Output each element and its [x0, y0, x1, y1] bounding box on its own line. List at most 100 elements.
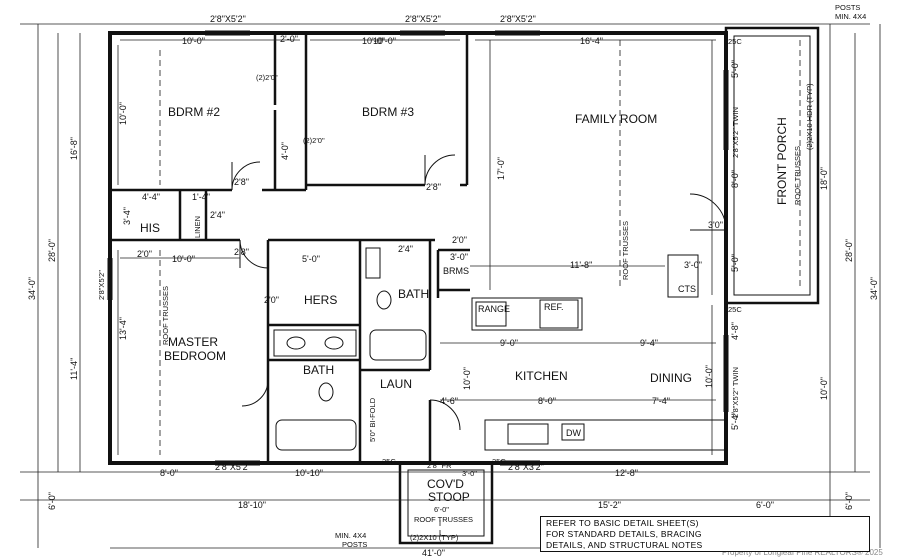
fixtures: [273, 247, 726, 451]
dim-20c: 2'0": [264, 295, 279, 305]
dim-door-28c: 2'8": [234, 247, 249, 257]
brms-label: BRMS: [443, 266, 469, 276]
dim-bot-8: 8'-0": [160, 468, 178, 478]
interior-walls: [110, 33, 470, 465]
ref-label: REF.: [544, 302, 564, 312]
reference-note-line-2: FOR STANDARD DETAILS, BRACING: [546, 529, 702, 539]
cts-label: CTS: [678, 284, 696, 294]
dim-48: 4'-8": [730, 322, 740, 340]
corner-25c-b: 25C: [728, 305, 742, 314]
dim-118: 11'-8": [570, 260, 592, 270]
dw-label: DW: [566, 428, 581, 438]
room-label-kitchen: KITCHEN: [515, 369, 568, 383]
room-label-hers: HERS: [304, 293, 337, 307]
dim-door-28b: 2'8": [426, 182, 441, 192]
room-label-stoop-2: STOOP: [428, 490, 470, 504]
range-label: RANGE: [478, 304, 510, 314]
hdr-note-2: (2)2X10 (TYP): [410, 533, 459, 542]
dim-bdrm2-side: 10'-0": [118, 102, 128, 125]
dim-24b: 2'4": [398, 244, 413, 254]
window-label-5: 2'8"X3'2": [508, 462, 544, 472]
dim-30c: 3'-0": [684, 260, 702, 270]
dim-bot-60: 6'-0": [756, 500, 774, 510]
dim-54: 5'-4": [730, 412, 740, 430]
dim-20d: 2'0": [452, 235, 467, 245]
stoop-outline: [398, 461, 494, 545]
dim-bot-1610: 18'-10": [238, 500, 266, 510]
dim-left-34: 34'-0": [27, 277, 37, 300]
dim-30b: 3'0": [708, 220, 723, 230]
dim-right-100: 10'-0": [819, 377, 829, 400]
window-label-twin-1: 2'8"X5'2" TWIN: [731, 107, 740, 158]
posts-bot-2: POSTS: [342, 540, 367, 549]
room-label-family: FAMILY ROOM: [575, 112, 657, 126]
dim-170: 17'-0": [496, 157, 506, 180]
dim-46: 4'-6": [440, 396, 458, 406]
dim-door-28a: 2'8": [234, 177, 249, 187]
truss-note-c: ROOF TRUSSES: [793, 146, 802, 205]
dim-100e: 10'-0": [362, 36, 385, 46]
dim-right-34: 34'-0": [869, 277, 879, 300]
door-swings: [231, 154, 727, 431]
corner-25c-c: 25C: [382, 457, 396, 466]
dim-right-18: 18'-0": [819, 167, 829, 190]
window-label-3: 2'8"X5'2": [500, 14, 536, 24]
stoop-depth: 3'-0": [462, 469, 477, 478]
dim-right-28: 28'-0": [844, 239, 854, 262]
window-label-twin-2: 2'8"X5'2" TWIN: [731, 367, 740, 418]
window-label-left: 2'8"X5'2": [97, 270, 106, 300]
truss-note-d: ROOF TRUSSES: [414, 515, 473, 524]
window-label-4: 2'8"X5'2": [215, 462, 251, 472]
dim-top-left: 10'-0": [182, 36, 205, 46]
fr-note: 2'8" FR: [427, 461, 452, 470]
dim-100d: 10'-0": [462, 367, 472, 390]
front-porch-outline: [724, 26, 820, 305]
corner-25c-d: 25C: [492, 457, 506, 466]
hdr-note: (2)2X10 HDR (TYP): [805, 83, 814, 150]
room-label-his: HIS: [140, 221, 160, 235]
bifold-label: 5'0" BI-FOLD: [368, 397, 377, 442]
room-label-master-1: MASTER: [168, 335, 218, 349]
truss-note-b: ROOF TRUSSES: [621, 221, 630, 280]
dim-80b: 8'-0": [730, 170, 740, 188]
reference-note-box: REFER TO BASIC DETAIL SHEET(S) FOR STAND…: [540, 516, 870, 552]
dim-bdrm3-side: 4'-0": [280, 142, 290, 160]
room-label-master-2: BEDROOM: [164, 349, 226, 363]
dim-30: 3'-0": [450, 252, 468, 262]
watermark: Property of Longleaf Pine REALTORS® 2025: [722, 548, 883, 557]
dim-left-168: 16'-8": [69, 137, 79, 160]
dim-bot-152: 15'-2": [598, 500, 621, 510]
reference-note-line-1: REFER TO BASIC DETAIL SHEET(S): [546, 518, 699, 528]
dim-50b: 5'-0": [730, 60, 740, 78]
dim-top-mid: 10'-0": [373, 36, 396, 46]
exterior-wall: [108, 31, 728, 465]
dim-94: 9'-4": [640, 338, 658, 348]
dim-90: 9'-0": [500, 338, 518, 348]
room-label-bdrm3: BDRM #3: [362, 105, 414, 119]
hdr-closet-b: (2)2'0": [303, 136, 325, 145]
room-label-front-porch: FRONT PORCH: [775, 117, 789, 205]
dim-his-34: 3'-4": [122, 207, 132, 225]
dim-bot-128: 12'-8": [615, 468, 638, 478]
dim-left-28: 28'-0": [47, 239, 57, 262]
windows: [107, 30, 729, 466]
dim-hers-50: 5'-0": [302, 254, 320, 264]
room-label-bath1: BATH: [398, 287, 429, 301]
dimension-lines: [20, 23, 881, 549]
room-label-linen: LINEN: [193, 216, 202, 238]
dim-right-60: 6'-0": [844, 492, 854, 510]
posts-bot-1: MIN. 4X4: [335, 531, 366, 540]
room-label-dining: DINING: [650, 371, 692, 385]
window-label-2: 2'8"X5'2": [405, 14, 441, 24]
dim-left-60: 6'-0": [47, 492, 57, 510]
room-label-stoop-1: COV'D: [427, 477, 464, 491]
dim-bot-1010: 10'-10": [295, 468, 323, 478]
reference-note-line-3: DETAILS, AND STRUCTURAL NOTES: [546, 540, 703, 550]
truss-lines: [159, 40, 801, 540]
dim-left-114: 11'-4": [69, 358, 79, 380]
hdr-closet-a: (2)2'0": [256, 73, 278, 82]
dim-74: 7'-4": [652, 396, 670, 406]
dim-his-44: 4'-4": [142, 192, 160, 202]
dim-top-right: 16'-4": [580, 36, 603, 46]
